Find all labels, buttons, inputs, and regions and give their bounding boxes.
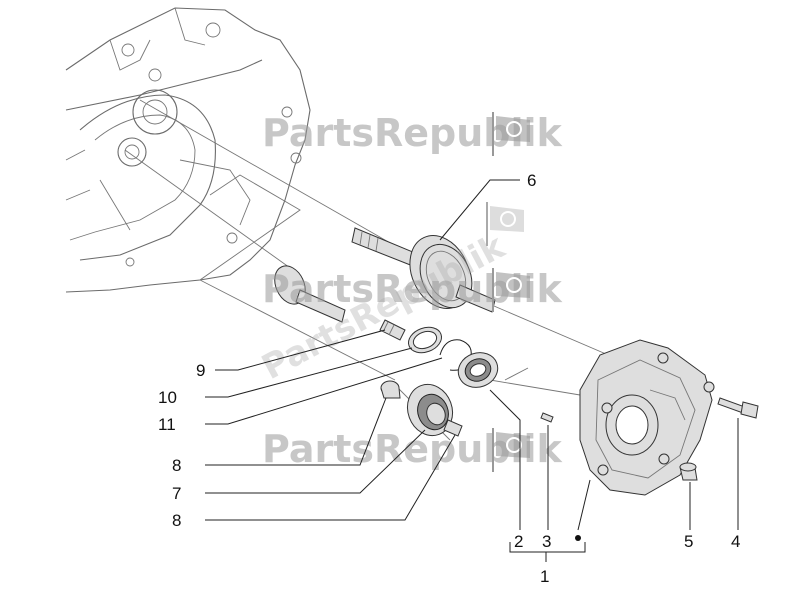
transmission-cover (579, 339, 715, 496)
callout-3: 3 (542, 532, 551, 551)
watermark-1: PartsRepublik (262, 111, 563, 156)
sleeve (679, 462, 698, 481)
gear-flag-icon (492, 428, 530, 472)
bushing (380, 380, 401, 399)
callout-7: 7 (172, 484, 181, 503)
callout-11: 11 (158, 415, 176, 434)
countershaft-gear (351, 227, 496, 313)
callout-9: 9 (196, 361, 205, 380)
callout-5: 5 (684, 532, 693, 551)
bolt (717, 397, 759, 419)
callout-8-lower: 8 (172, 511, 181, 530)
pinion-shaft (274, 265, 346, 323)
callout-2: 2 (514, 532, 523, 551)
snap-ring (408, 326, 442, 354)
watermark-4: PartsRepublik (262, 427, 563, 472)
callout-6: 6 (527, 171, 536, 190)
gear-flag-icon (492, 112, 530, 156)
callout-1: 1 (540, 567, 549, 586)
dowel-pin (540, 412, 554, 423)
watermark-2: PartsRepublik (262, 267, 563, 312)
dot-marker-icon (575, 535, 581, 541)
callout-4: 4 (731, 532, 740, 551)
callout-labels: 6 9 10 11 8 7 8 2 3 5 4 1 (158, 171, 740, 586)
axis-lines (124, 99, 621, 441)
leader-lines (205, 179, 739, 562)
transmission-housing (65, 7, 311, 293)
gear-flag-icon (486, 202, 524, 246)
callout-10: 10 (158, 388, 177, 407)
ball-bearing (457, 352, 499, 388)
callout-8-upper: 8 (172, 456, 181, 475)
intermediate-gear (406, 383, 463, 437)
gear-flag-icon (492, 268, 530, 312)
